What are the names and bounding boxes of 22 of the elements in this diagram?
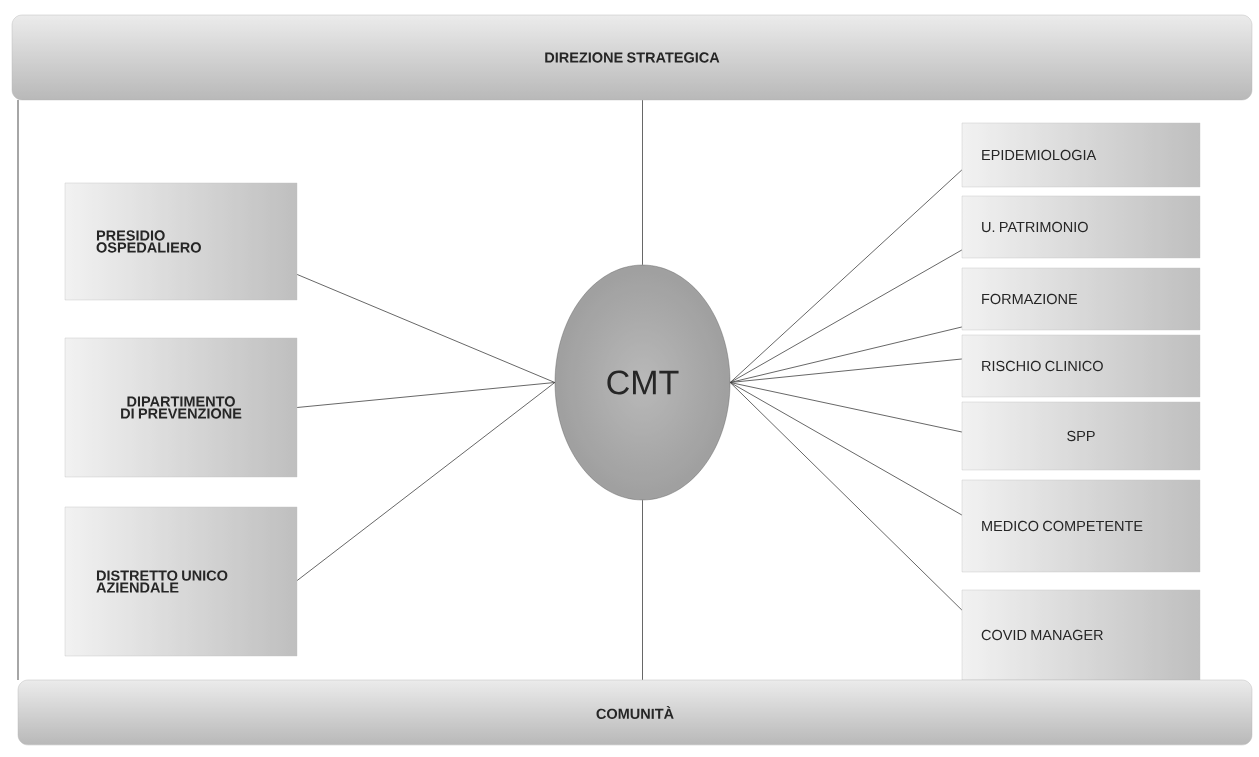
unit-box: EPIDEMIOLOGIA xyxy=(961,122,1201,188)
unit-box: PRESIDIO OSPEDALIERO xyxy=(64,182,298,301)
header-band: DIREZIONE STRATEGICA xyxy=(11,14,1253,101)
unit-box: DISTRETTO UNICO AZIENDALE xyxy=(64,506,298,657)
unit-box: RISCHIO CLINICO xyxy=(961,334,1201,398)
connector-line xyxy=(729,169,963,383)
unit-box: FORMAZIONE xyxy=(961,267,1201,331)
connector-line xyxy=(642,499,643,681)
connector-line xyxy=(729,382,963,611)
unit-box: COVID MANAGER xyxy=(961,589,1201,681)
connector-line xyxy=(296,274,556,383)
unit-box: MEDICO COMPETENTE xyxy=(961,479,1201,573)
unit-box: SPP xyxy=(961,401,1201,471)
unit-box: U. PATRIMONIO xyxy=(961,195,1201,259)
unit-box: DIPARTIMENTO DI PREVENZIONE xyxy=(64,337,298,478)
connector-line xyxy=(642,99,643,266)
connector-line xyxy=(296,382,556,408)
connector-line xyxy=(296,382,556,581)
connector-line xyxy=(729,382,963,433)
connector-line xyxy=(729,249,963,383)
connector-line xyxy=(729,382,963,516)
connector-line xyxy=(729,326,963,383)
